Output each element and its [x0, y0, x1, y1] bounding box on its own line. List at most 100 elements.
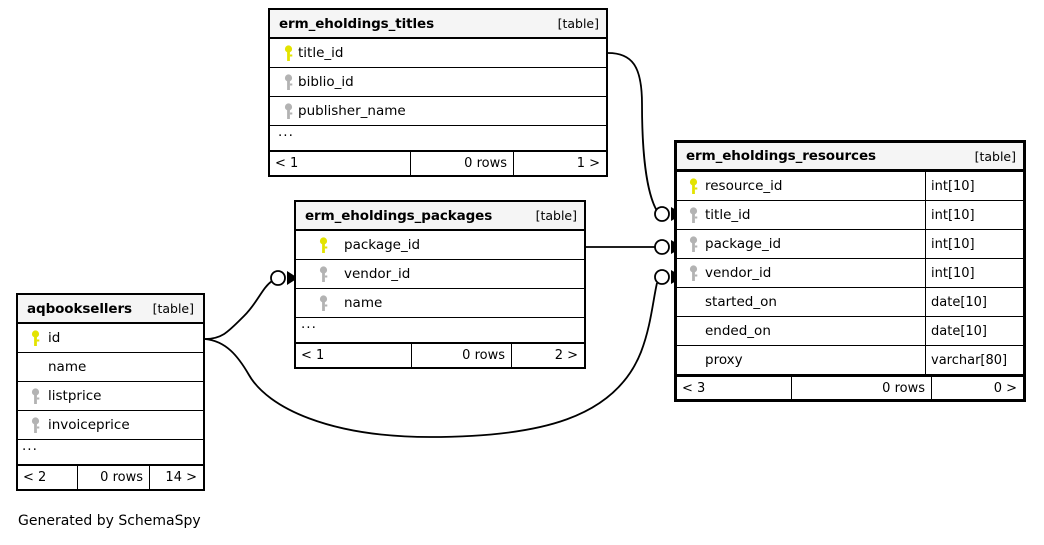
- column-label: proxy: [705, 352, 743, 368]
- table-footer: < 3 0 rows 0 >: [677, 375, 1023, 399]
- table-erm-eholdings-titles[interactable]: erm_eholdings_titles [table] title_id bi…: [268, 8, 608, 177]
- parent-count[interactable]: < 1: [296, 344, 412, 367]
- column-label: listprice: [48, 388, 102, 404]
- column-row[interactable]: invoiceprice: [18, 411, 203, 440]
- table-header[interactable]: erm_eholdings_packages [table]: [296, 202, 584, 231]
- table-name: erm_eholdings_titles: [279, 15, 435, 32]
- column-name-cell: biblio_id: [270, 68, 606, 96]
- column-name-cell: title_id: [270, 39, 606, 67]
- column-row[interactable]: publisher_name: [270, 97, 606, 126]
- column-label: name: [48, 359, 87, 375]
- column-label: started_on: [705, 294, 777, 310]
- column-type: int[10]: [925, 230, 1023, 258]
- column-name-cell: package_id: [677, 230, 925, 258]
- column-row[interactable]: biblio_id: [270, 68, 606, 97]
- column-name-cell: title_id: [677, 201, 925, 229]
- foreign-key-icon: [302, 294, 344, 312]
- column-row[interactable]: vendor_id int[10]: [677, 259, 1023, 288]
- table-name: erm_eholdings_packages: [305, 207, 493, 224]
- column-row[interactable]: ended_on date[10]: [677, 317, 1023, 346]
- column-row[interactable]: title_id: [270, 39, 606, 68]
- parent-count[interactable]: < 1: [270, 152, 411, 175]
- column-label: ended_on: [705, 323, 771, 339]
- foreign-key-icon: [22, 387, 48, 405]
- no-key-icon: [22, 359, 48, 376]
- column-name-cell: publisher_name: [270, 97, 606, 125]
- table-footer: < 1 0 rows 1 >: [270, 151, 606, 175]
- column-name-cell: name: [296, 289, 584, 317]
- table-header[interactable]: erm_eholdings_resources [table]: [677, 143, 1023, 172]
- column-row[interactable]: id: [18, 324, 203, 353]
- table-type-tag: [table]: [152, 301, 194, 316]
- table-name: erm_eholdings_resources: [686, 148, 876, 164]
- truncated-columns-row: ...: [296, 316, 584, 343]
- column-name-cell: name: [18, 353, 203, 381]
- foreign-key-icon: [278, 73, 298, 91]
- column-row[interactable]: listprice: [18, 382, 203, 411]
- primary-key-icon: [278, 44, 298, 62]
- truncated-columns-row: ...: [270, 125, 606, 151]
- row-count: 0 rows: [792, 377, 932, 399]
- child-count[interactable]: 0 >: [993, 380, 1017, 396]
- table-name: aqbooksellers: [27, 300, 132, 317]
- row-count: 0 rows: [78, 466, 150, 489]
- column-type: date[10]: [925, 317, 1023, 345]
- column-label: title_id: [705, 207, 751, 223]
- column-label: resource_id: [705, 178, 783, 194]
- column-label: package_id: [344, 237, 421, 253]
- column-row[interactable]: package_id int[10]: [677, 230, 1023, 259]
- foreign-key-icon: [681, 235, 705, 253]
- table-footer: < 1 0 rows 2 >: [296, 343, 584, 367]
- column-type: int[10]: [925, 259, 1023, 287]
- truncated-columns-row: ...: [18, 438, 203, 465]
- table-header[interactable]: aqbooksellers [table]: [18, 295, 203, 324]
- column-type: date[10]: [925, 288, 1023, 316]
- column-name-cell: started_on: [677, 288, 925, 316]
- table-erm-eholdings-resources[interactable]: erm_eholdings_resources [table] resource…: [674, 140, 1026, 402]
- row-count: 0 rows: [412, 344, 512, 367]
- table-footer: < 2 0 rows 14 >: [18, 465, 203, 489]
- column-row[interactable]: resource_id int[10]: [677, 172, 1023, 201]
- child-count[interactable]: 2 >: [554, 348, 578, 363]
- foreign-key-icon: [302, 265, 344, 283]
- column-row[interactable]: package_id: [296, 231, 584, 260]
- primary-key-icon: [681, 177, 705, 195]
- column-label: vendor_id: [344, 266, 411, 282]
- edge-aqbooksellers-to-packages: [204, 280, 273, 340]
- column-label: id: [48, 330, 61, 346]
- parent-count[interactable]: < 3: [677, 377, 792, 399]
- column-label: title_id: [298, 45, 344, 61]
- column-row[interactable]: name: [296, 289, 584, 318]
- column-type: varchar[80]: [925, 346, 1023, 374]
- column-label: name: [344, 295, 383, 311]
- primary-key-icon: [22, 329, 48, 347]
- child-count[interactable]: 14 >: [165, 470, 197, 485]
- table-aqbooksellers[interactable]: aqbooksellers [table] id name: [16, 293, 205, 491]
- no-key-icon: [681, 352, 705, 369]
- column-row[interactable]: proxy varchar[80]: [677, 346, 1023, 375]
- ellipsis-label: ...: [22, 438, 38, 454]
- column-row[interactable]: started_on date[10]: [677, 288, 1023, 317]
- no-key-icon: [681, 294, 705, 311]
- child-count[interactable]: 1 >: [576, 156, 600, 171]
- column-type: int[10]: [925, 172, 1023, 200]
- table-header[interactable]: erm_eholdings_titles [table]: [270, 10, 606, 39]
- column-name-cell: ended_on: [677, 317, 925, 345]
- column-name-cell: resource_id: [677, 172, 925, 200]
- column-row[interactable]: vendor_id: [296, 260, 584, 289]
- parent-count[interactable]: < 2: [18, 466, 78, 489]
- column-name-cell: invoiceprice: [18, 411, 203, 439]
- foreign-key-icon: [681, 206, 705, 224]
- column-name-cell: package_id: [296, 231, 584, 259]
- table-type-tag: [table]: [535, 208, 577, 223]
- column-label: invoiceprice: [48, 417, 130, 433]
- ellipsis-label: ...: [301, 316, 317, 332]
- column-row[interactable]: title_id int[10]: [677, 201, 1023, 230]
- column-label: vendor_id: [705, 265, 772, 281]
- column-label: package_id: [705, 236, 782, 252]
- primary-key-icon: [302, 236, 344, 254]
- table-erm-eholdings-packages[interactable]: erm_eholdings_packages [table] package_i…: [294, 200, 586, 369]
- column-name-cell: vendor_id: [677, 259, 925, 287]
- column-row[interactable]: name: [18, 353, 203, 382]
